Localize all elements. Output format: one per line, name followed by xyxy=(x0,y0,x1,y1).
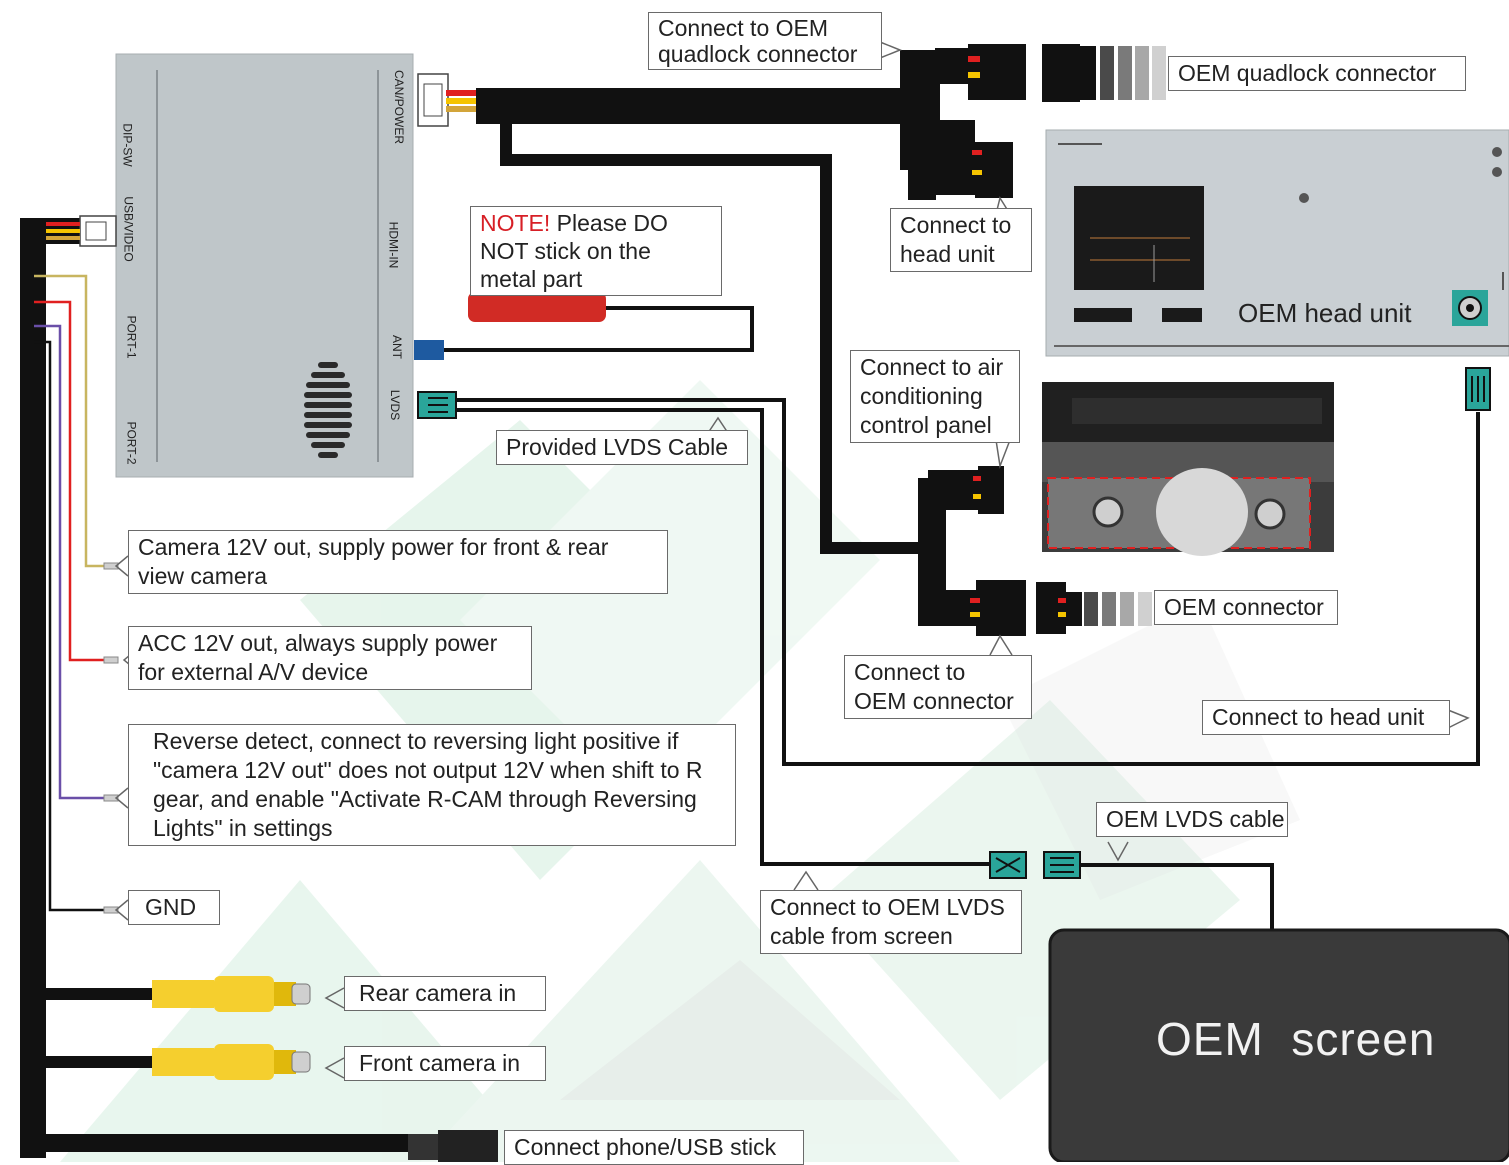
rear-camera-rca-icon xyxy=(152,976,311,1012)
antenna-sticker xyxy=(468,292,606,322)
interface-module xyxy=(115,53,414,478)
oem-screen xyxy=(1048,928,1509,1162)
callout-rear-camera: Rear camera in xyxy=(344,976,546,1011)
usb-connector-icon xyxy=(408,1130,498,1162)
callout-connect-head-unit: Connect to head unit xyxy=(890,208,1032,272)
callout-front-camera: Front camera in xyxy=(344,1046,546,1081)
front-camera-rca-icon xyxy=(152,1044,311,1080)
callout-reverse-detect: Reverse detect, connect to reversing lig… xyxy=(128,724,736,846)
head-unit-label: OEM head unit xyxy=(1238,298,1412,328)
head-unit-port-icon xyxy=(1452,290,1488,326)
port-label-lvds: LVDS xyxy=(388,389,403,421)
callout-oem-quadlock: OEM quadlock connector xyxy=(1168,56,1466,91)
lvds-pair-icon xyxy=(989,851,1081,879)
port-label-port-2: PORT-2 xyxy=(124,421,139,465)
callout-connect-quadlock: Connect to OEM quadlock connector xyxy=(648,12,882,70)
ant-port xyxy=(414,340,444,360)
callout-oem-connector: OEM connector xyxy=(1154,590,1338,625)
callout-connect-oem-lvds: Connect to OEM LVDS cable from screen xyxy=(760,890,1022,954)
callout-ac-panel: Connect to air conditioning control pane… xyxy=(850,350,1020,443)
callout-provided-lvds: Provided LVDS Cable xyxy=(496,430,748,465)
callout-connect-head-unit-lvds: Connect to head unit xyxy=(1202,700,1450,735)
usb-video-connector-icon xyxy=(46,215,117,247)
note-highlight: NOTE! xyxy=(480,210,551,236)
ac-panel-photo xyxy=(1042,382,1334,556)
callout-camera-12v: Camera 12V out, supply power for front &… xyxy=(128,530,668,594)
port-label-ant: ANT xyxy=(390,335,404,359)
vent-grille xyxy=(304,362,352,458)
callout-gnd: GND xyxy=(128,890,220,925)
callout-connect-oem-connector: Connect to OEM connector xyxy=(844,655,1032,719)
port-label-usb-video: USB/VIDEO xyxy=(121,196,136,262)
lvds-connector-icon xyxy=(417,391,457,419)
callout-acc-12v: ACC 12V out, always supply power for ext… xyxy=(128,626,532,690)
callout-usb-phone: Connect phone/USB stick xyxy=(504,1130,804,1165)
port-label-hdmi-in: HDMI-IN xyxy=(386,221,401,269)
callout-note: NOTE! Please DO NOT stick on the metal p… xyxy=(470,206,722,296)
callout-oem-lvds-cable: OEM LVDS cable xyxy=(1096,802,1288,837)
note-text: Please DO NOT stick on the metal part xyxy=(480,210,668,292)
port-label-can-power: CAN/POWER xyxy=(392,69,407,145)
port-label-port-1: PORT-1 xyxy=(124,315,139,359)
port-label-dip-sw: DIP-SW xyxy=(120,123,135,167)
head-unit-lvds-icon xyxy=(1465,367,1491,411)
screen-label: OEM screen xyxy=(1156,1013,1436,1065)
